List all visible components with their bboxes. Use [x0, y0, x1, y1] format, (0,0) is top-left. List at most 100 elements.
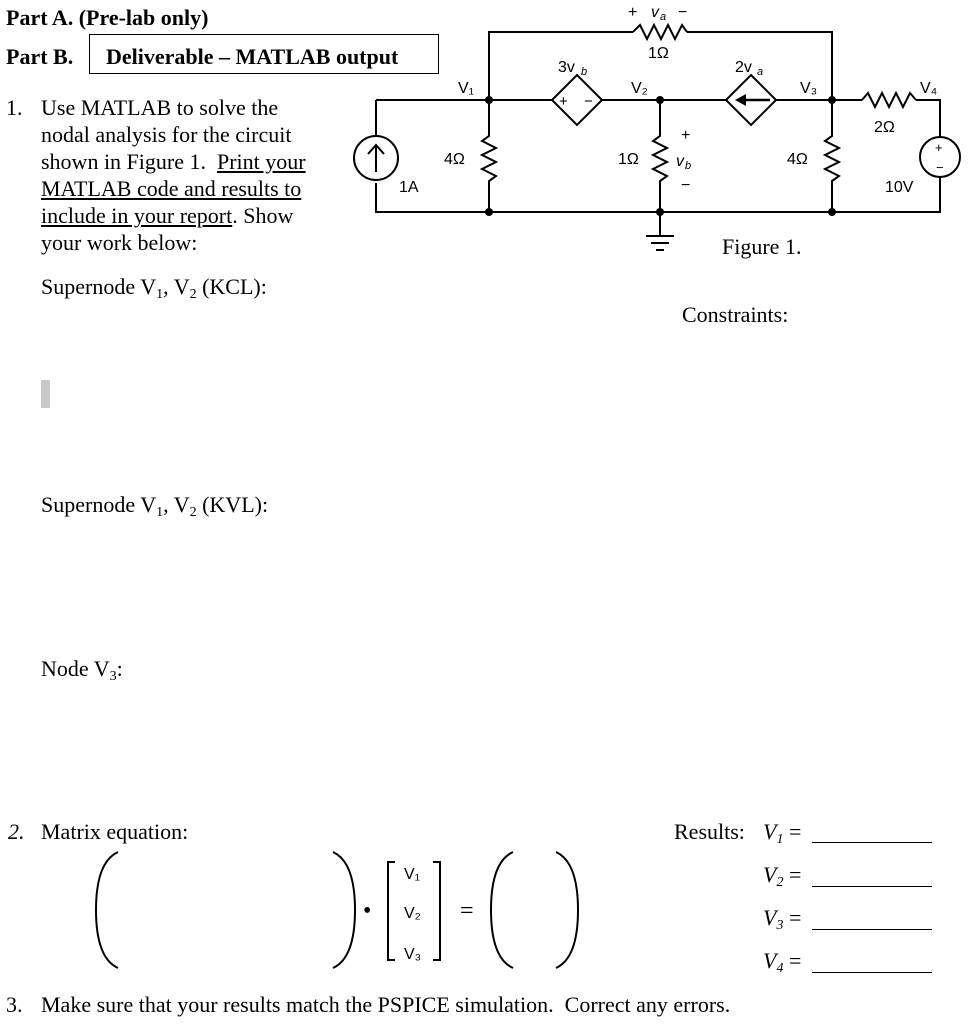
- q1-line-6: your work below:: [41, 230, 198, 255]
- q3-number: 3.: [6, 992, 23, 1017]
- q1-line-1: Use MATLAB to solve the: [41, 95, 279, 120]
- q3-text-2: Correct any errors.: [564, 992, 731, 1017]
- result-v1-blank[interactable]: [812, 842, 932, 843]
- deliverable-box: [89, 34, 439, 74]
- wire-right: [916, 99, 941, 137]
- q1-show: . Show: [232, 203, 294, 228]
- vb-plus: +: [681, 127, 690, 144]
- vector-v2: V₂: [404, 905, 421, 922]
- result-v3-blank[interactable]: [812, 929, 932, 930]
- kcl-comma: , V: [163, 274, 190, 299]
- dep-i-label: 2v: [735, 59, 752, 76]
- q1-print-your: Print your: [217, 149, 306, 174]
- dep-v-sub: b: [581, 66, 587, 78]
- va-sub: a: [660, 11, 666, 23]
- node-v3-label: Node V3:: [41, 656, 123, 685]
- deliverable-text: Deliverable – MATLAB output: [106, 44, 399, 69]
- constraints-label: Constraints:: [682, 302, 789, 327]
- kvl-sub2: 2: [189, 505, 197, 520]
- result-v3-sub: 3: [776, 918, 784, 933]
- src-i-label: 1A: [399, 179, 419, 196]
- kcl-text: Supernode V: [41, 274, 157, 299]
- matrix-equation-label: Matrix equation:: [41, 819, 189, 844]
- result-v3-eq: =: [788, 905, 802, 930]
- result-v2-sub: 2: [776, 875, 784, 890]
- kvl-text: Supernode V: [41, 492, 157, 517]
- kcl-rest: (KCL):: [202, 274, 267, 299]
- vb-label: v: [676, 153, 685, 170]
- vector-right-bracket: [433, 861, 441, 961]
- node3-colon: :: [116, 656, 123, 681]
- resistor-top-icon: [632, 22, 688, 42]
- r-top-label: 1Ω: [648, 45, 669, 62]
- result-v2-var: V: [763, 862, 777, 887]
- vector-b-left-bracket: [489, 851, 514, 969]
- q1-line-2: nodal analysis for the circuit: [41, 122, 292, 147]
- result-v4-eq: =: [788, 948, 802, 973]
- vector-v3: V₃: [404, 946, 422, 963]
- wire-top-right: [687, 31, 833, 100]
- result-v4-sub: 4: [776, 961, 784, 976]
- result-v1: V1 =: [763, 819, 801, 848]
- src-plus: +: [935, 140, 943, 155]
- node-v2-label: V₂: [631, 80, 648, 97]
- dep-minus: −: [584, 93, 593, 110]
- dot-operator: •: [363, 898, 372, 924]
- vb-sub: b: [685, 160, 691, 172]
- node-v4-label: V₄: [920, 80, 937, 97]
- supernode-kcl-label: Supernode V1, V2 (KCL):: [41, 274, 267, 303]
- result-v2: V2 =: [763, 862, 801, 891]
- kvl-sub1: 1: [156, 505, 164, 520]
- result-v1-var: V: [763, 819, 777, 844]
- circuit-diagram: + v a − 1Ω V₁ V₂ V₃ V₄ 3v b 2v a 4Ω 1Ω 4…: [353, 4, 961, 251]
- q1-number: 1.: [6, 95, 23, 120]
- matrix-a-right-bracket: [332, 851, 357, 969]
- q3-text: Make sure that your results match the PS…: [41, 992, 730, 1018]
- dep-current-source-icon: [724, 73, 778, 127]
- r4a-label: 4Ω: [444, 151, 465, 168]
- r2-label: 2Ω: [874, 119, 895, 136]
- vb-minus: −: [681, 177, 690, 194]
- result-v3: V3 =: [763, 905, 801, 934]
- current-source-icon: [353, 135, 399, 181]
- node-v1-label: V₁: [458, 80, 474, 97]
- result-v1-eq: =: [788, 819, 802, 844]
- dep-plus: +: [559, 93, 568, 110]
- matrix-a-left-bracket: [94, 851, 119, 969]
- result-v1-sub: 1: [776, 832, 784, 847]
- result-v4: V4 =: [763, 948, 801, 977]
- part-b-label: Part B.: [6, 44, 74, 69]
- wire-bottom: [375, 177, 941, 213]
- wire-top-left: [488, 31, 633, 100]
- dep-i-sub: a: [757, 66, 763, 78]
- va-label: v: [651, 4, 660, 21]
- src-v-label: 10V: [885, 179, 914, 196]
- results-label: Results:: [674, 819, 745, 844]
- kcl-sub2: 2: [189, 287, 197, 302]
- q1-line-5: include in your report. Show: [41, 203, 293, 229]
- resistor-4ohm-right-icon: [822, 100, 842, 212]
- kvl-comma: , V: [163, 492, 190, 517]
- q1-line-3: shown in Figure 1. Print your: [41, 149, 306, 175]
- text-cursor-marker: [41, 380, 50, 408]
- matrix-brackets: [94, 851, 580, 969]
- supernode-kvl-label: Supernode V1, V2 (KVL):: [41, 492, 268, 521]
- q2-number: 2.: [8, 819, 25, 844]
- src-minus: −: [936, 160, 944, 175]
- resistor-1ohm-mid-icon: [650, 100, 670, 236]
- voltage-source-icon: [919, 136, 961, 178]
- dep-v-label: 3v: [558, 59, 575, 76]
- resistor-2ohm-icon: [861, 90, 917, 110]
- q1-line-3-text: shown in Figure 1.: [41, 149, 206, 174]
- ground-icon: [646, 235, 674, 251]
- result-v4-blank[interactable]: [812, 972, 932, 973]
- va-plus: +: [628, 4, 637, 21]
- part-a-heading: Part A. (Pre-lab only): [6, 5, 208, 31]
- node3-sub: 3: [109, 669, 117, 684]
- vector-b-right-bracket: [555, 851, 580, 969]
- part-a-desc: (Pre-lab only): [78, 5, 209, 30]
- kvl-rest: (KVL):: [202, 492, 269, 517]
- r4b-label: 4Ω: [787, 151, 808, 168]
- result-v2-blank[interactable]: [812, 886, 932, 887]
- node3-text: Node V: [41, 656, 110, 681]
